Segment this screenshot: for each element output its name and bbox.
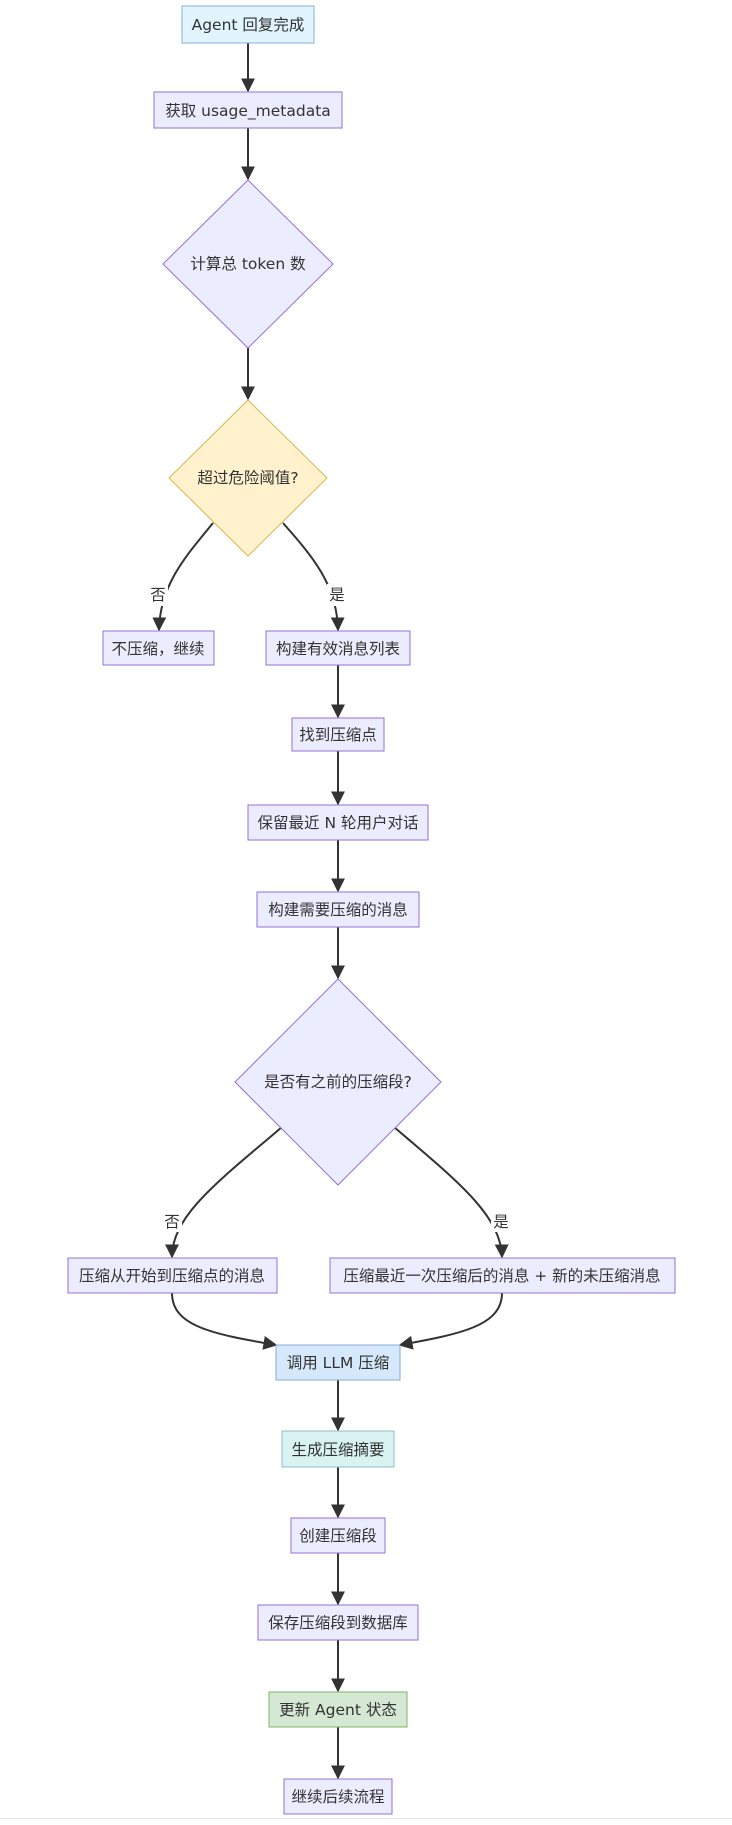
node-call-llm: 调用 LLM 压缩 [275,1344,401,1381]
node-agent-done-label: Agent 回复完成 [192,16,305,34]
node-no-compress: 不压缩，继续 [102,630,215,666]
node-over-threshold-label: 超过危险阈值? [197,469,298,487]
edge-label-prev-no: 否 [164,1213,180,1231]
node-build-valid: 构建有效消息列表 [265,630,411,666]
node-update-state-label: 更新 Agent 状态 [279,1701,397,1719]
edge-threshold-yes [282,522,345,632]
node-gen-summary: 生成压缩摘要 [281,1430,395,1468]
node-over-threshold: 超过危险阈值? [168,399,328,557]
edge-has-prev-yes [393,1126,509,1259]
edge-from-start-to-llm [171,1292,278,1350]
node-agent-done: Agent 回复完成 [181,5,315,44]
node-continue-flow-label: 继续后续流程 [291,1788,384,1806]
edge-has-prev-no [165,1126,283,1259]
node-compress-from-start: 压缩从开始到压缩点的消息 [67,1257,278,1294]
edges [152,43,509,1780]
node-keep-recent: 保留最近 N 轮用户对话 [247,804,429,841]
node-gen-summary-label: 生成压缩摘要 [291,1441,384,1459]
node-calc-tokens-label: 计算总 token 数 [190,254,306,273]
node-build-valid-label: 构建有效消息列表 [276,640,400,658]
node-save-segment: 保存压缩段到数据库 [257,1604,419,1641]
edge-label-prev-yes: 是 [493,1213,509,1231]
node-save-segment-label: 保存压缩段到数据库 [268,1614,408,1632]
node-has-prev: 是否有之前的压缩段? [234,978,442,1186]
edge-label-threshold-no: 否 [150,586,166,604]
node-create-segment: 创建压缩段 [290,1517,386,1554]
node-compress-from-start-label: 压缩从开始到压缩点的消息 [79,1267,265,1285]
node-get-usage-label: 获取 usage_metadata [165,102,331,121]
edge-threshold-no [152,522,214,632]
edge-recent-to-llm [398,1292,503,1350]
bottom-divider [0,1818,732,1819]
node-compress-recent: 压缩最近一次压缩后的消息 + 新的未压缩消息 [329,1257,676,1294]
node-keep-recent-label: 保留最近 N 轮用户对话 [258,814,419,832]
node-continue-flow: 继续后续流程 [283,1778,393,1815]
node-find-point-label: 找到压缩点 [299,726,377,744]
node-find-point: 找到压缩点 [291,717,385,752]
node-calc-tokens: 计算总 token 数 [162,179,334,349]
edge-labels: 否 是 否 是 [148,584,511,1232]
node-has-prev-label: 是否有之前的压缩段? [264,1073,412,1091]
node-create-segment-label: 创建压缩段 [299,1527,377,1545]
node-update-state: 更新 Agent 状态 [268,1691,408,1728]
node-get-usage: 获取 usage_metadata [153,91,343,129]
node-no-compress-label: 不压缩，继续 [111,640,204,658]
node-build-needed: 构建需要压缩的消息 [256,891,420,928]
node-call-llm-label: 调用 LLM 压缩 [287,1354,390,1372]
node-build-needed-label: 构建需要压缩的消息 [268,901,408,919]
node-compress-recent-label: 压缩最近一次压缩后的消息 + 新的未压缩消息 [343,1267,660,1285]
edge-label-threshold-yes: 是 [329,586,345,604]
